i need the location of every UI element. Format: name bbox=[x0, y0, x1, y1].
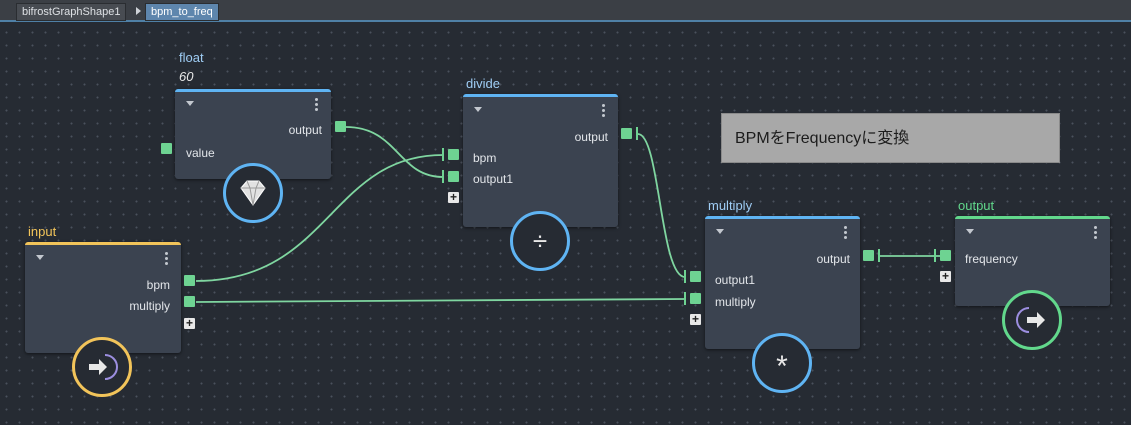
port-label-bpm: bpm bbox=[146, 278, 170, 292]
add-port-button[interactable]: + bbox=[690, 312, 701, 326]
port-float-value[interactable] bbox=[161, 143, 172, 154]
add-port-button[interactable]: + bbox=[184, 316, 195, 330]
port-label-output1: output1 bbox=[715, 273, 756, 287]
collapse-triangle-icon[interactable] bbox=[716, 229, 724, 234]
chevron-right-icon bbox=[136, 7, 141, 15]
port-label-value: value bbox=[186, 146, 215, 160]
port-label-output: output bbox=[816, 252, 850, 266]
port-connector-bar bbox=[878, 249, 880, 262]
sticky-note[interactable]: BPMをFrequencyに変換 bbox=[721, 113, 1060, 163]
port-output-frequency[interactable] bbox=[940, 250, 951, 261]
divide-symbol: ÷ bbox=[532, 226, 548, 256]
asterisk-symbol: * bbox=[776, 350, 788, 383]
port-label-bpm: bpm bbox=[473, 151, 497, 165]
port-multiply-output[interactable] bbox=[863, 250, 874, 261]
port-connector-bar bbox=[636, 127, 638, 140]
port-label-multiply: multiply bbox=[129, 299, 170, 313]
port-label-frequency: frequency bbox=[965, 252, 1018, 266]
node-menu-icon[interactable] bbox=[844, 226, 847, 241]
node-menu-icon[interactable] bbox=[315, 98, 318, 113]
node-title-multiply: multiply bbox=[708, 198, 753, 213]
port-connector-bar bbox=[684, 292, 686, 305]
node-title-output: output bbox=[958, 198, 995, 213]
divide-icon: ÷ bbox=[510, 211, 570, 271]
float-value-display[interactable]: 60 bbox=[179, 69, 194, 84]
collapse-triangle-icon[interactable] bbox=[36, 255, 44, 260]
port-input-bpm[interactable] bbox=[184, 275, 195, 286]
breadcrumb-item-graph[interactable]: bifrostGraphShape1 bbox=[16, 3, 127, 21]
collapse-triangle-icon[interactable] bbox=[966, 229, 974, 234]
node-float[interactable]: output value bbox=[175, 89, 331, 179]
breadcrumb-item-compound[interactable]: bpm_to_freq bbox=[145, 3, 219, 21]
arrow-enter-icon bbox=[72, 337, 132, 397]
node-divide[interactable]: output bpm output1 bbox=[463, 94, 618, 227]
wire-divide-output-to-multiply-output1 bbox=[637, 133, 686, 278]
node-multiply[interactable]: output output1 multiply bbox=[705, 216, 860, 349]
node-menu-icon[interactable] bbox=[1094, 226, 1097, 241]
wire-float-output-to-divide-output1 bbox=[345, 126, 444, 178]
breadcrumb: bifrostGraphShape1 bpm_to_freq bbox=[0, 0, 1131, 22]
port-divide-output1[interactable] bbox=[448, 171, 459, 182]
collapse-triangle-icon[interactable] bbox=[474, 107, 482, 112]
port-multiply-multiply[interactable] bbox=[690, 293, 701, 304]
node-title-input: input bbox=[28, 224, 57, 239]
port-divide-bpm[interactable] bbox=[448, 149, 459, 160]
port-connector-bar bbox=[442, 148, 444, 161]
port-label-output: output bbox=[288, 123, 322, 137]
collapse-triangle-icon[interactable] bbox=[186, 101, 194, 106]
node-title-divide: divide bbox=[466, 76, 500, 91]
add-port-button[interactable]: + bbox=[940, 269, 951, 283]
port-input-multiply[interactable] bbox=[184, 296, 195, 307]
port-multiply-output1[interactable] bbox=[690, 271, 701, 282]
node-input[interactable]: bpm multiply bbox=[25, 242, 181, 353]
port-label-output: output bbox=[574, 130, 608, 144]
port-divide-output[interactable] bbox=[621, 128, 632, 139]
node-title-float: float bbox=[179, 50, 204, 65]
asterisk-icon: * bbox=[752, 333, 812, 393]
node-menu-icon[interactable] bbox=[602, 104, 605, 119]
wire-input-bpm-to-divide-bpm bbox=[195, 154, 444, 282]
port-label-output1: output1 bbox=[473, 172, 514, 186]
port-label-multiply: multiply bbox=[715, 295, 756, 309]
diamond-icon bbox=[223, 163, 283, 223]
wire-input-multiply-to-multiply-multiply bbox=[195, 298, 686, 303]
port-connector-bar bbox=[934, 249, 936, 262]
port-connector-bar bbox=[442, 170, 444, 183]
node-menu-icon[interactable] bbox=[165, 252, 168, 267]
add-port-button[interactable]: + bbox=[448, 190, 459, 204]
arrow-exit-icon bbox=[1002, 290, 1062, 350]
port-float-output[interactable] bbox=[335, 121, 346, 132]
port-connector-bar bbox=[684, 270, 686, 283]
